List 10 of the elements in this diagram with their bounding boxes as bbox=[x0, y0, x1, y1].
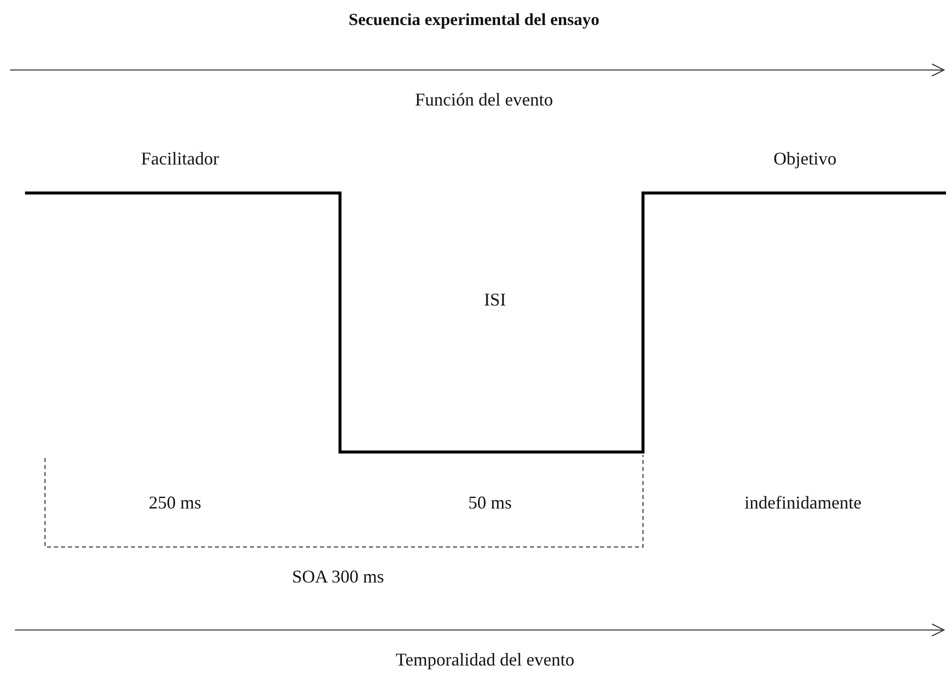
diagram-title: Secuencia experimental del ensayo bbox=[348, 10, 600, 30]
label: Facilitador bbox=[141, 148, 219, 170]
label: ISI bbox=[484, 290, 506, 310]
label: indefinidamente bbox=[744, 492, 862, 514]
label: Temporalidad del evento bbox=[396, 650, 574, 670]
label: SOA 300 ms bbox=[292, 566, 384, 588]
label: Objetivo bbox=[774, 148, 836, 170]
label: 250 ms bbox=[148, 492, 202, 514]
label: Función del evento bbox=[415, 90, 553, 110]
label: 50 ms bbox=[468, 492, 512, 514]
